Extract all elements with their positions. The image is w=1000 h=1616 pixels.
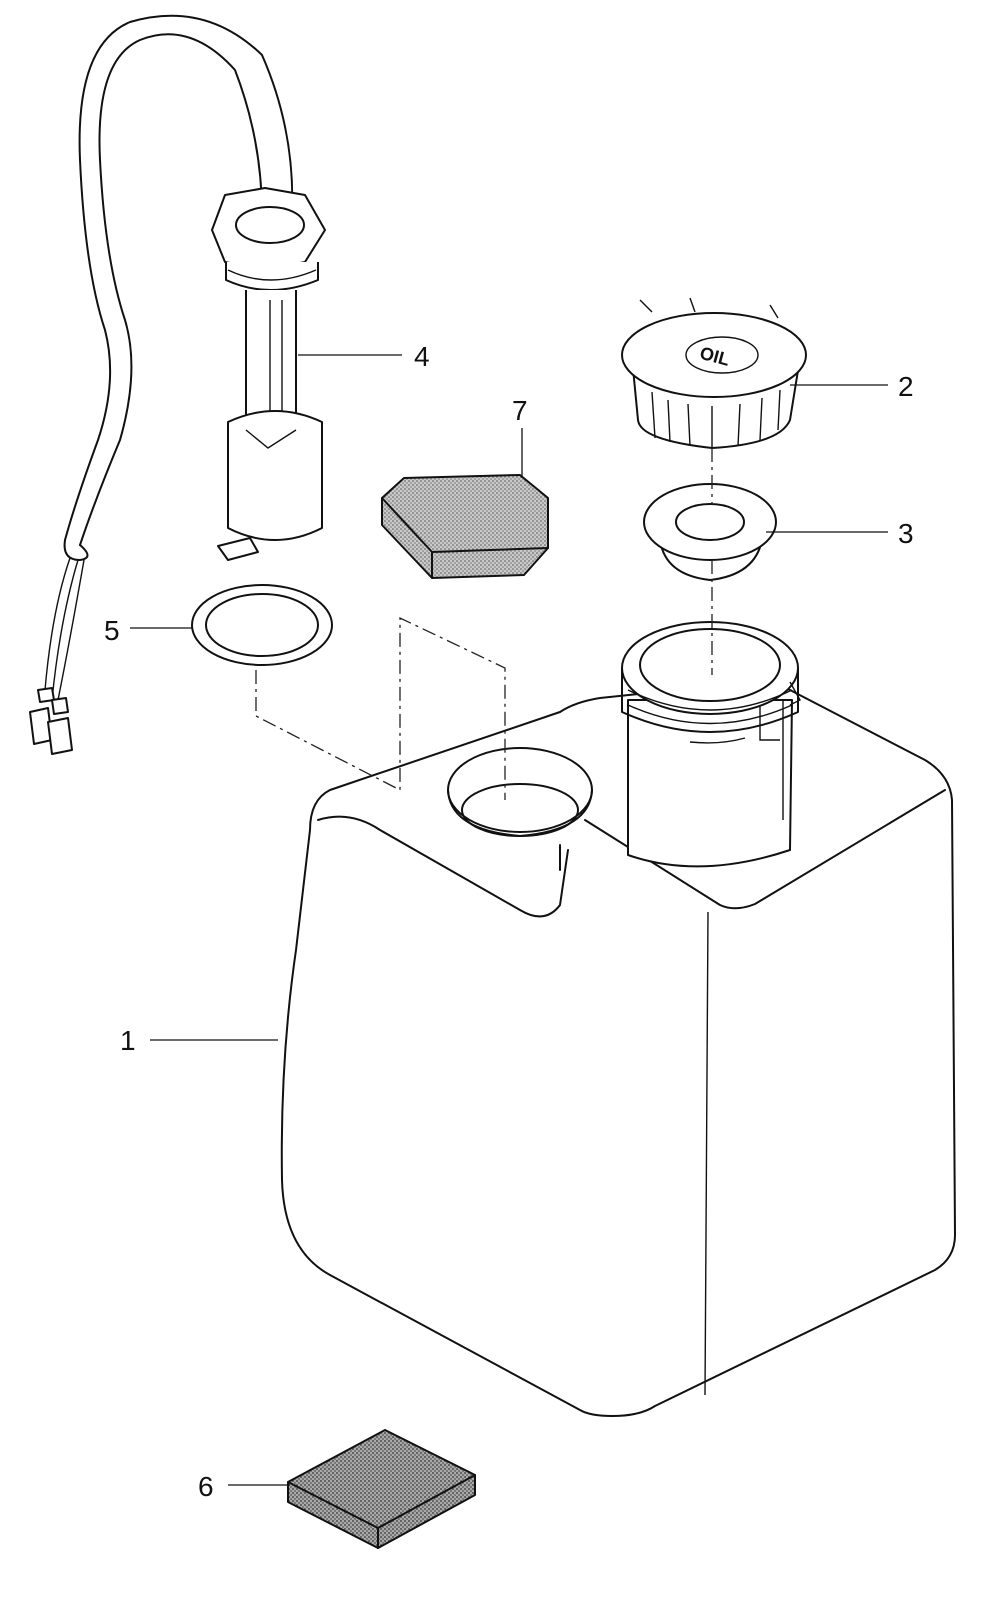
callout-7: 7 (512, 395, 528, 426)
level-sensor (29, 14, 326, 755)
foam-pad (381, 474, 549, 579)
seal-washer (643, 483, 777, 581)
callout-6: 6 (198, 1471, 214, 1502)
oil-cap: OIL (621, 297, 807, 449)
small-pad (287, 1429, 476, 1549)
oil-tank (280, 621, 956, 1417)
callout-5: 5 (104, 615, 120, 646)
leader-lines (130, 354, 888, 1486)
assembly-lines (255, 448, 713, 800)
gasket-ring (191, 584, 333, 666)
callout-4: 4 (414, 341, 430, 372)
callout-1: 1 (120, 1025, 136, 1056)
callout-3: 3 (898, 518, 914, 549)
callout-2: 2 (898, 371, 914, 402)
